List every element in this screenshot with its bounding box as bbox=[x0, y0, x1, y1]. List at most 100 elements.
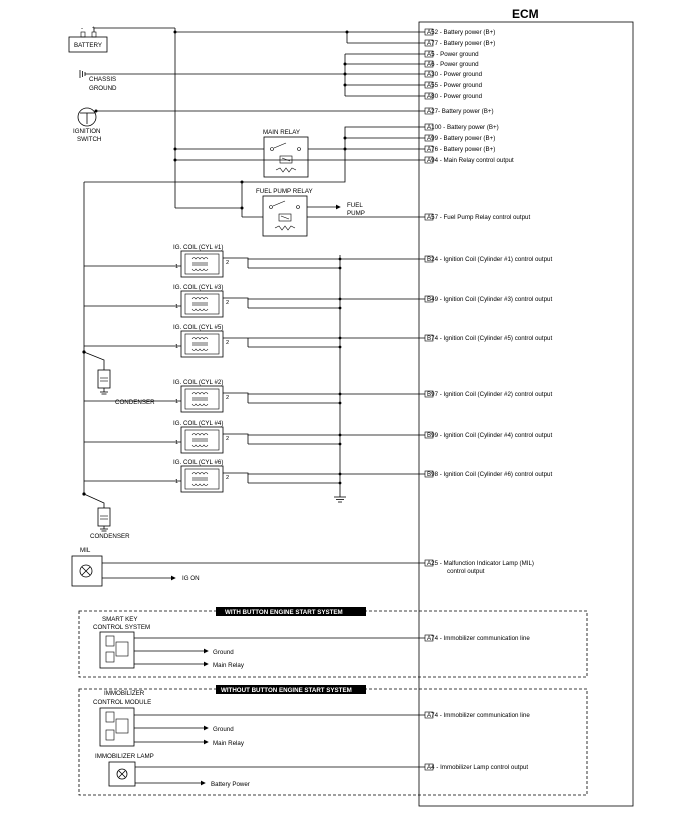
immobilizer-label-1: IMMOBILIZER bbox=[104, 690, 145, 697]
main-relay-label: MAIN RELAY bbox=[263, 129, 300, 136]
ecm-pin-label: A27- Battery power (B+) bbox=[427, 108, 494, 115]
mil-lamp-symbol bbox=[71, 555, 103, 587]
ecm-pin-label: A57 - Fuel Pump Relay control output bbox=[427, 214, 530, 221]
coil-inner bbox=[184, 468, 220, 490]
ig-on-label: IG ON bbox=[182, 575, 200, 582]
coil-control-wire bbox=[223, 297, 425, 300]
immobilizer-label-2: CONTROL MODULE bbox=[93, 699, 151, 706]
ecm-pin-label: A74 - Immobilizer communication line bbox=[427, 635, 530, 642]
ignition-coil: IG. COIL (CYL #4)12 bbox=[84, 420, 425, 454]
battery-label: BATTERY bbox=[74, 42, 102, 49]
chassis-ground-symbol bbox=[79, 70, 86, 78]
battery: - + BATTERY bbox=[68, 25, 108, 53]
battery-minus-sign: - bbox=[81, 25, 83, 32]
ecm-pin-label: A4 - Immobilizer Lamp control output bbox=[427, 764, 528, 771]
ecm-pin-label: A55 - Power ground bbox=[427, 82, 483, 89]
coil-inner bbox=[184, 253, 220, 275]
coil-box bbox=[180, 250, 224, 278]
coil-winding bbox=[191, 337, 209, 340]
coil-winding bbox=[191, 297, 209, 300]
ignition-switch-label-1: IGNITION bbox=[73, 128, 101, 135]
ecm-pin-label: A25 - Malfunction Indicator Lamp (MIL) bbox=[427, 560, 534, 567]
coil-pin-1: 1 bbox=[175, 264, 178, 270]
chassis-ground-label-1: CHASSIS bbox=[89, 76, 116, 83]
ecm-box bbox=[418, 21, 634, 807]
coil-winding bbox=[191, 257, 209, 260]
coil-box bbox=[180, 330, 224, 358]
coil-winding bbox=[191, 403, 209, 406]
mil-label: MIL bbox=[80, 547, 91, 554]
coil-label: IG. COIL (CYL #4) bbox=[173, 420, 223, 427]
coil-pin-2: 2 bbox=[226, 300, 229, 306]
immobilizer-main-relay: Main Relay bbox=[213, 740, 245, 747]
coil-box bbox=[180, 426, 224, 454]
coil-pin-1: 1 bbox=[175, 399, 178, 405]
smart-key-label-2: CONTROL SYSTEM bbox=[93, 624, 150, 631]
ignition-coil: IG. COIL (CYL #6)12 bbox=[84, 459, 425, 493]
smart-key-main-relay: Main Relay bbox=[213, 662, 245, 669]
ecm-pin-label: A5 - Power ground bbox=[427, 51, 479, 58]
coil-winding bbox=[191, 308, 209, 311]
with-button-title: WITH BUTTON ENGINE START SYSTEM bbox=[225, 609, 343, 616]
ground-symbol bbox=[334, 496, 346, 503]
coil-pin-2: 2 bbox=[226, 475, 229, 481]
ignition-switch-symbol bbox=[77, 107, 97, 127]
coil-inner bbox=[184, 293, 220, 315]
ecm-pin-label: A99 - Battery power (B+) bbox=[427, 135, 495, 142]
condenser-a bbox=[82, 350, 111, 395]
coil-label: IG. COIL (CYL #1) bbox=[173, 244, 223, 251]
immobilizer-lamp-label: IMMOBILIZER LAMP bbox=[95, 753, 154, 760]
without-button-section bbox=[78, 688, 588, 796]
coil-winding bbox=[191, 444, 209, 447]
coil-pin-2: 2 bbox=[226, 340, 229, 346]
ecm-pin-label: A76 - Battery power (B+) bbox=[427, 146, 495, 153]
ecm-pin-label: B99 - Ignition Coil (Cylinder #4) contro… bbox=[427, 432, 552, 439]
ecm-pin-label: A74 - Immobilizer communication line bbox=[427, 712, 530, 719]
ecm-pin-label: A80 - Power ground bbox=[427, 93, 483, 100]
coil-winding bbox=[191, 483, 209, 486]
immobilizer-lamp-symbol bbox=[108, 761, 136, 787]
fuel-pump-relay-symbol bbox=[262, 195, 308, 237]
condenser-b-label: CONDENSER bbox=[90, 533, 130, 540]
coil-winding bbox=[191, 268, 209, 271]
coil-control-wire bbox=[223, 257, 425, 260]
ignition-coil: IG. COIL (CYL #3)12 bbox=[84, 284, 425, 318]
smart-key-label-1: SMART KEY bbox=[102, 616, 138, 623]
ecm-title: ECM bbox=[512, 7, 539, 21]
condenser-b bbox=[82, 492, 111, 532]
coil-label: IG. COIL (CYL #2) bbox=[173, 379, 223, 386]
chassis-ground-label-2: GROUND bbox=[89, 85, 117, 92]
coil-box bbox=[180, 385, 224, 413]
fuel-pump-label-2: PUMP bbox=[347, 210, 365, 217]
ecm-pin-label: A52 - Battery power (B+) bbox=[427, 29, 495, 36]
coil-control-wire bbox=[223, 472, 425, 475]
coil-pin-2: 2 bbox=[226, 260, 229, 266]
ignition-switch-label-2: SWITCH bbox=[77, 136, 101, 143]
ignition-coil: IG. COIL (CYL #1) 1 2 bbox=[84, 244, 425, 278]
coil-label: IG. COIL (CYL #6) bbox=[173, 459, 223, 466]
fuel-pump-label-1: FUEL bbox=[347, 202, 363, 209]
ecm-pin-label: B24 - Ignition Coil (Cylinder #1) contro… bbox=[427, 256, 552, 263]
coil-pin-1: 1 bbox=[175, 344, 178, 350]
without-button-title: WITHOUT BUTTON ENGINE START SYSTEM bbox=[221, 687, 352, 694]
coil-control-wire bbox=[223, 433, 425, 436]
coil-inner bbox=[184, 388, 220, 410]
smart-key-module-symbol bbox=[99, 631, 135, 669]
coil-winding bbox=[191, 472, 209, 475]
ecm-pin-label: B97 - Ignition Coil (Cylinder #2) contro… bbox=[427, 391, 552, 398]
immobilizer-ground: Ground bbox=[213, 726, 234, 733]
fuel-pump-relay-label: FUEL PUMP RELAY bbox=[256, 188, 313, 195]
ecm-pin-label-continued: control output bbox=[447, 568, 485, 575]
junction-dots bbox=[94, 30, 349, 210]
condenser-a-label: CONDENSER bbox=[115, 399, 155, 406]
smart-key-ground: Ground bbox=[213, 649, 234, 656]
coil-inner bbox=[184, 429, 220, 451]
immobilizer-module-symbol bbox=[99, 707, 135, 747]
ecm-pin-label: A6 - Power ground bbox=[427, 61, 479, 68]
ecm-pin-label: A94 - Main Relay control output bbox=[427, 157, 514, 164]
coil-pin-1: 1 bbox=[175, 440, 178, 446]
coil-label: IG. COIL (CYL #5) bbox=[173, 324, 223, 331]
